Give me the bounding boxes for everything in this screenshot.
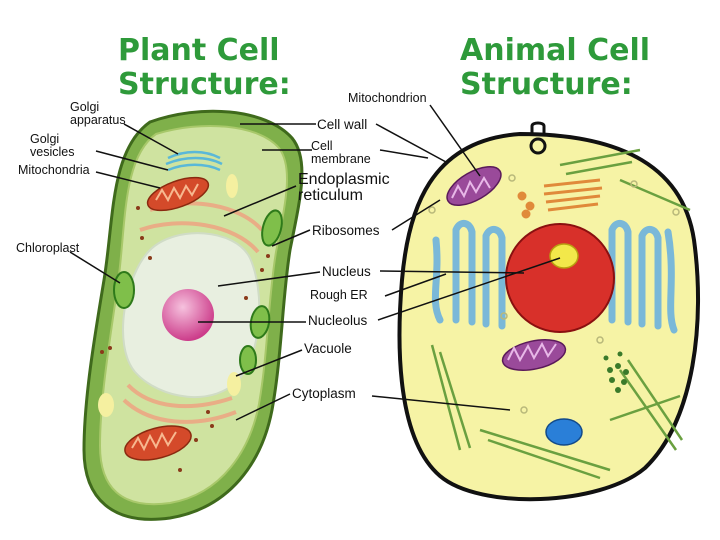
label-mitochondria: Mitochondria xyxy=(18,163,90,177)
plant-cell xyxy=(82,109,304,521)
label-cell-wall: Cell wall xyxy=(317,117,368,132)
plant-golgi xyxy=(165,150,223,172)
animal-vacuoles xyxy=(428,174,680,414)
label-golgi-vesicles: Golgi vesicles xyxy=(30,132,75,159)
animal-cell-title: Animal Cell Structure: xyxy=(460,33,651,102)
label-mitochondrion: Mitochondrion xyxy=(348,91,427,105)
animal-mitochondria xyxy=(446,165,567,371)
animal-cell xyxy=(397,121,701,502)
animal-cytoskeleton xyxy=(430,148,691,480)
plant-vesicles xyxy=(98,174,241,417)
plant-mitochondria xyxy=(124,176,210,461)
label-ribosomes: Ribosomes xyxy=(312,223,380,238)
label-rough-er: Rough ER xyxy=(310,288,368,302)
plant-cell-title: Plant Cell Structure: xyxy=(118,33,291,102)
animal-nucleus xyxy=(505,223,615,333)
plant-nucleolus xyxy=(162,289,214,341)
label-endoplasmic-reticulum: Endoplasmic reticulum xyxy=(298,171,390,204)
label-chloroplast: Chloroplast xyxy=(16,241,80,255)
animal-golgi xyxy=(517,178,603,219)
label-golgi-apparatus: Golgi apparatus xyxy=(70,100,126,127)
label-nucleus: Nucleus xyxy=(322,264,371,279)
label-cell-membrane: Cell membrane xyxy=(311,139,371,166)
animal-nucleolus xyxy=(549,243,579,269)
animal-vesicle xyxy=(545,418,583,446)
animal-centriole xyxy=(603,351,629,393)
plant-ribosomes xyxy=(100,206,270,472)
membrane-pore xyxy=(529,121,547,155)
leader-lines xyxy=(69,104,561,421)
label-cytoplasm: Cytoplasm xyxy=(292,386,356,401)
label-nucleolus: Nucleolus xyxy=(308,313,368,328)
label-vacuole: Vacuole xyxy=(304,341,352,356)
